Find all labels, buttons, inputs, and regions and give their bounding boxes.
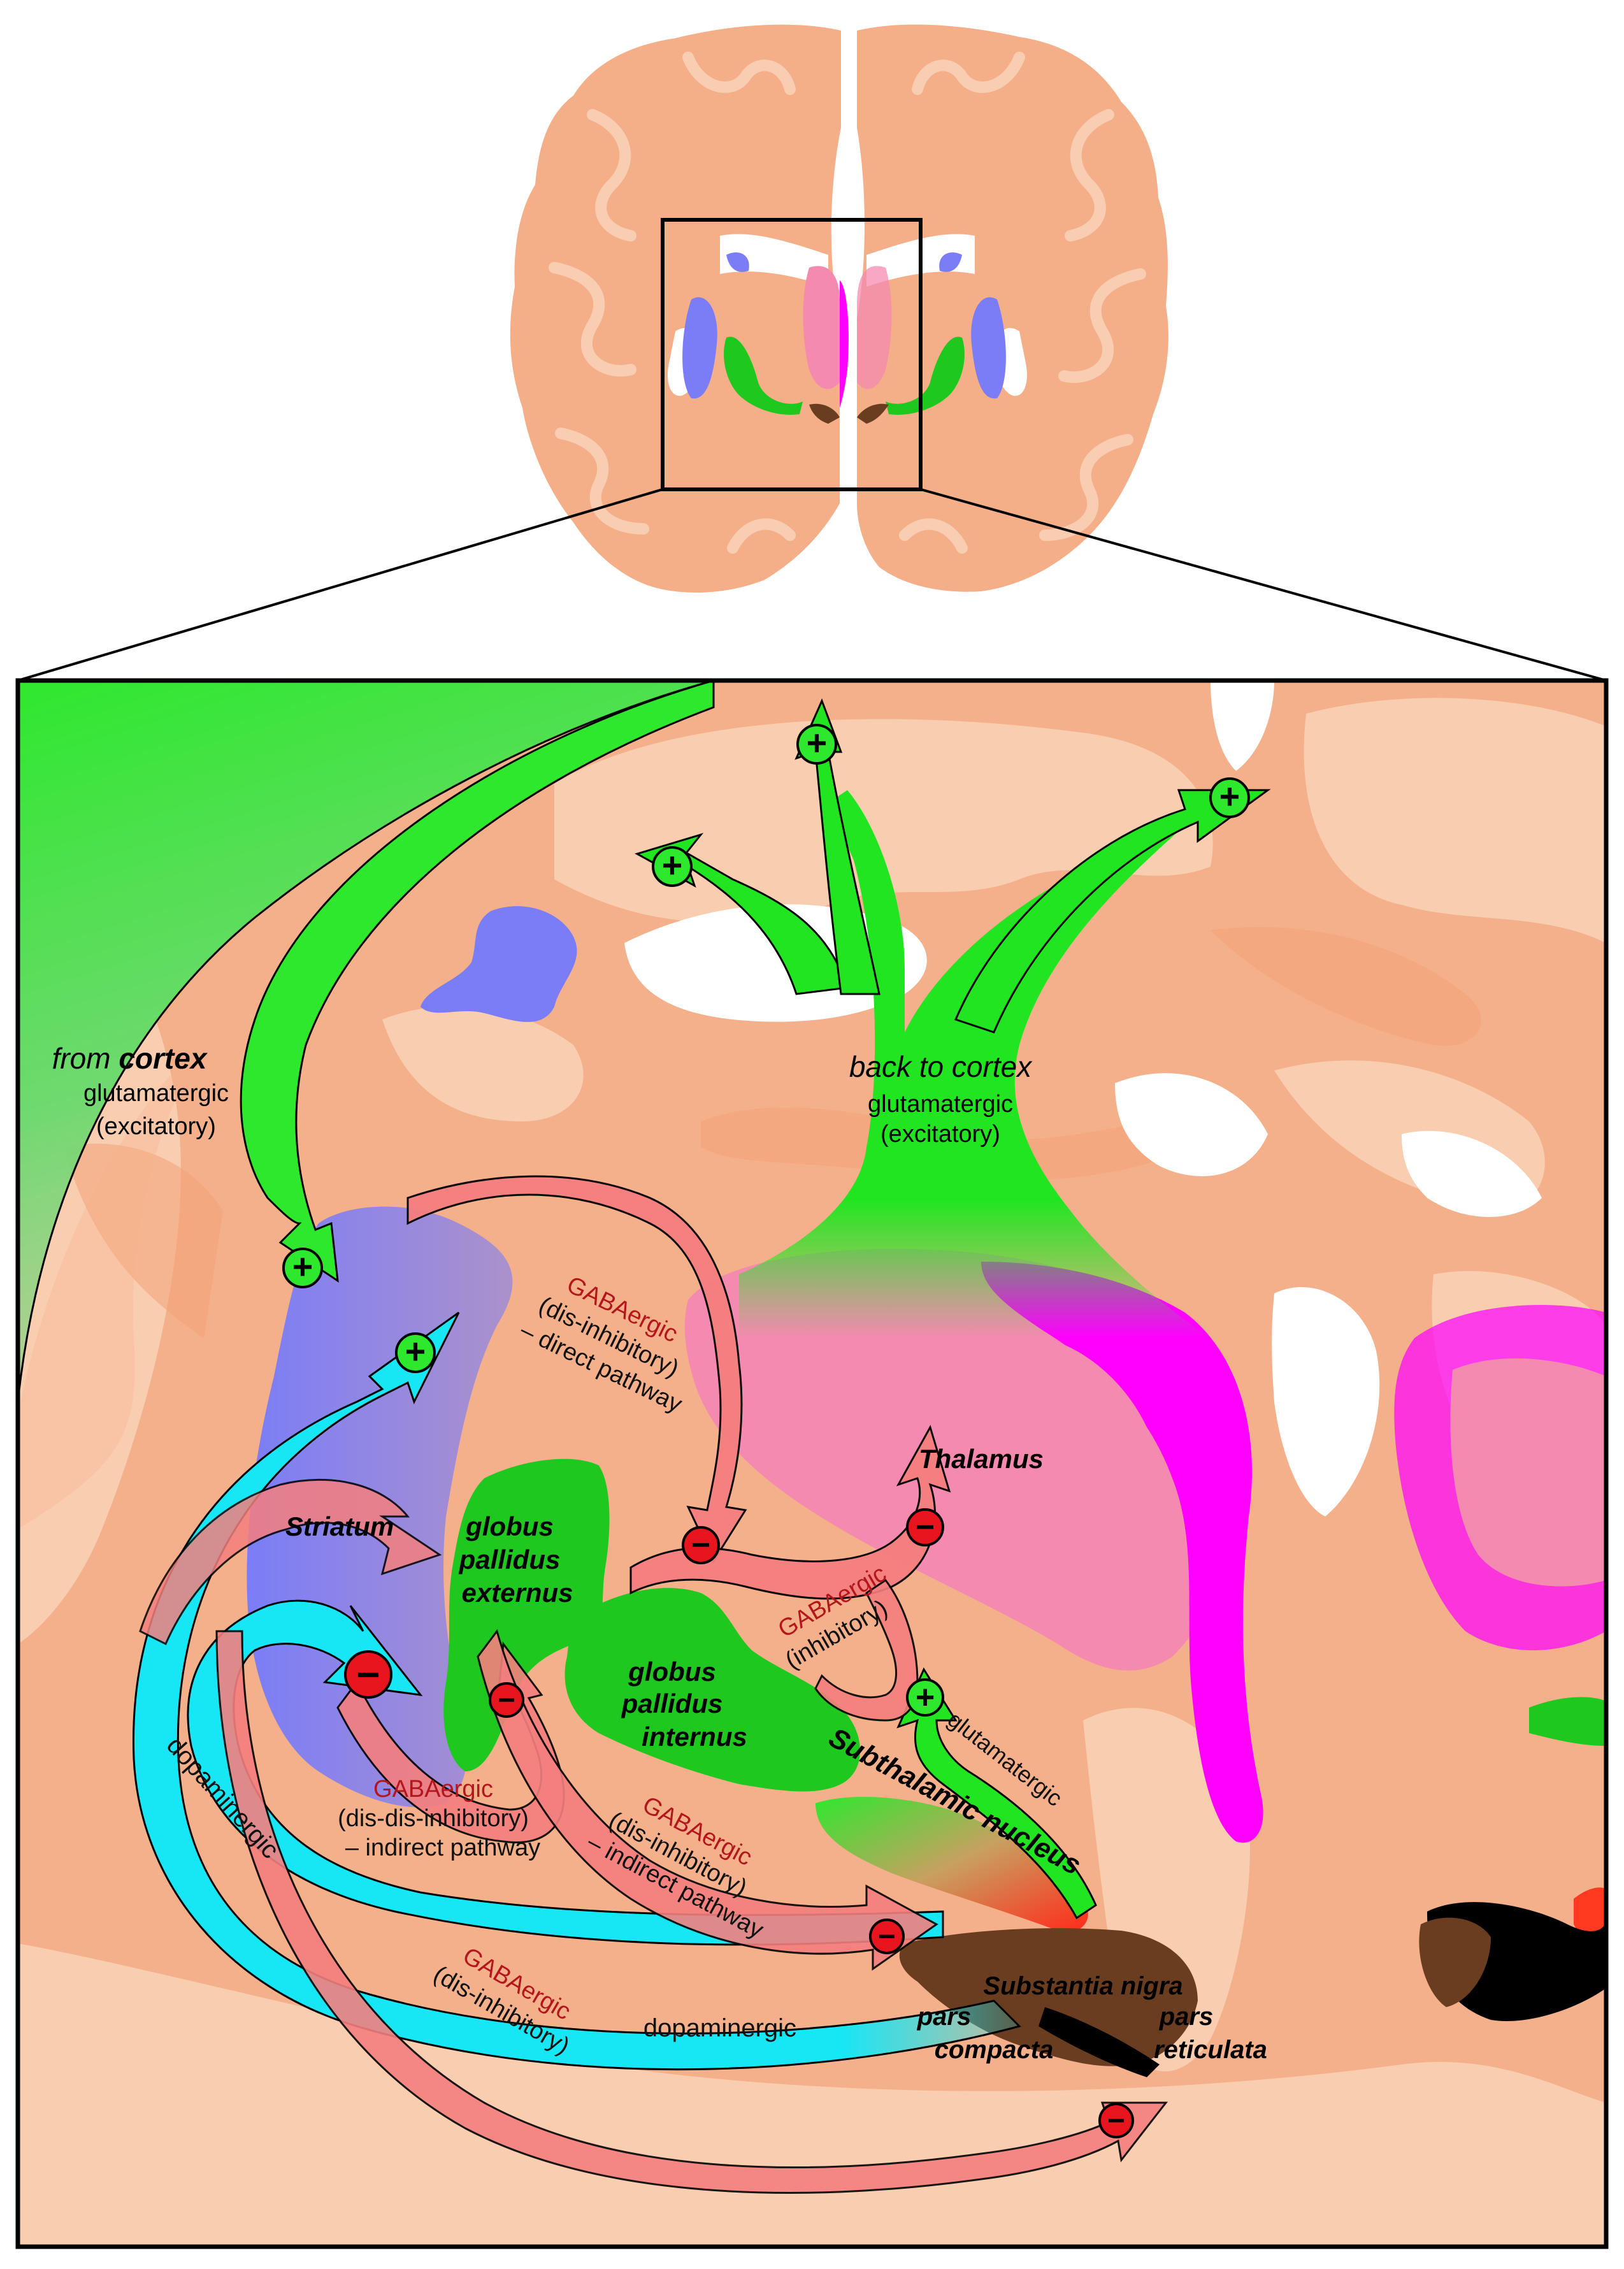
zoom-panel: + + + + + + − −: [18, 681, 1606, 2247]
gaba-gpe-to-stn-pink: [814, 1578, 919, 1722]
badge-back-right-plus: +: [1209, 776, 1250, 818]
badge-thalamus-minus: −: [906, 1508, 944, 1546]
svg-text:+: +: [1219, 776, 1240, 816]
mini-caudate-right: [939, 252, 962, 272]
thalamus-label: Thalamus: [919, 1444, 1044, 1474]
mini-striatum-left: [682, 297, 717, 399]
svg-text:−: −: [878, 1920, 896, 1954]
svg-text:+: +: [916, 1679, 935, 1716]
back-to-cortex-label: back to cortex: [849, 1050, 1033, 1083]
badge-direct-minus: −: [682, 1526, 720, 1564]
snr-label-2: pars: [1159, 2003, 1214, 2031]
substantia-nigra: [899, 1928, 1198, 2066]
back-to-cortex-effect: (excitatory): [880, 1121, 1000, 1148]
zoom-line-right: [920, 488, 1607, 682]
mini-gp-left: [724, 336, 803, 415]
badge-snr-minus: −: [1098, 2103, 1134, 2138]
snr-label-1: Substantia nigra: [983, 1972, 1182, 2000]
from-cortex-label: from cortex: [52, 1042, 208, 1075]
mini-caudate-left: [726, 252, 749, 272]
badge-dopa-minus: −: [344, 1650, 392, 1699]
zoom-inset-box: [661, 218, 923, 491]
cortex-input-branch: [240, 681, 715, 1283]
gpe-label-3: externus: [461, 1578, 573, 1608]
gaba-striatum-to-snr-arrow: [215, 1630, 1168, 2194]
badge-back-mid-plus: +: [796, 723, 837, 765]
svg-text:−: −: [356, 1652, 380, 1697]
back-to-cortex-right-branch: [954, 789, 1271, 1034]
svg-text:+: +: [405, 1331, 426, 1371]
zoom-panel-frame: [15, 678, 1609, 2249]
svg-text:+: +: [292, 1246, 313, 1286]
gpe-label-1: globus: [465, 1511, 554, 1541]
svg-text:+: +: [807, 723, 828, 763]
svg-text:– indirect pathway: – indirect pathway: [345, 1834, 540, 1861]
mini-thalamus-right: [857, 266, 892, 389]
snc-label-2: compacta: [935, 2036, 1054, 2064]
badge-dopa-plus: +: [395, 1331, 436, 1373]
svg-text:(dis-dis-inhibitory): (dis-dis-inhibitory): [338, 1805, 529, 1832]
indirect-pathway-1-label: GABAergic (dis-dis-inhibitory) – indirec…: [338, 1776, 540, 1861]
badge-indirect1-minus: −: [489, 1682, 524, 1718]
gaba-snr-to-thalamus-upper: [139, 1478, 442, 1646]
gaba-direct-pathway-arrow: [406, 1175, 747, 1564]
striatum-label: Striatum: [285, 1511, 394, 1541]
svg-text:+: +: [662, 845, 683, 885]
coronal-brain-section: [510, 24, 1168, 593]
badge-cortex-input-plus: +: [282, 1246, 323, 1288]
svg-text:−: −: [916, 1509, 935, 1546]
subthalamic-nucleus: [816, 1797, 1088, 1932]
right-hemisphere: [857, 24, 1168, 592]
zoom-line-left: [17, 488, 663, 682]
back-to-cortex-trunk: [739, 790, 1211, 1338]
left-hemisphere: [510, 24, 841, 593]
svg-text:GABAergic: GABAergic: [373, 1776, 493, 1803]
gpi-label-2: pallidus: [621, 1689, 723, 1718]
cortex-input-arrow: [18, 681, 714, 1402]
from-cortex-effect: (excitatory): [96, 1113, 216, 1140]
dopaminergic-label-2: dopaminergic: [643, 2014, 796, 2042]
svg-text:−: −: [498, 1683, 515, 1717]
gaba-stn-to-gpi-glut-arrow: [896, 1667, 1097, 1920]
badge-stn-gpi-plus: +: [906, 1678, 944, 1717]
back-to-cortex-mid-branch: [794, 698, 880, 995]
caudate-head: [420, 906, 577, 1022]
svg-text:−: −: [691, 1527, 710, 1564]
badge-back-left-plus: +: [652, 845, 693, 887]
gpe-label-2: pallidus: [459, 1545, 561, 1574]
snc-label-1: pars: [917, 2003, 972, 2031]
badge-indirect2-minus: −: [869, 1919, 905, 1954]
mini-thalamus-highlight: [840, 280, 849, 408]
gpi-label-3: internus: [642, 1722, 747, 1752]
mini-gp-right: [886, 336, 965, 415]
mini-thalamus-left: [803, 266, 840, 389]
gpi-label-1: globus: [628, 1657, 716, 1687]
globus-pallidus-internus: [564, 1588, 860, 1792]
globus-pallidus-externus: [443, 1459, 610, 1771]
back-to-cortex-type: glutamatergic: [868, 1091, 1013, 1118]
mini-striatum-right: [971, 297, 1006, 399]
svg-text:−: −: [1107, 2104, 1125, 2138]
from-cortex-type: glutamatergic: [83, 1080, 229, 1107]
thalamus-bright-rim: [981, 1262, 1263, 1843]
snr-label-3: reticulata: [1154, 2036, 1267, 2064]
